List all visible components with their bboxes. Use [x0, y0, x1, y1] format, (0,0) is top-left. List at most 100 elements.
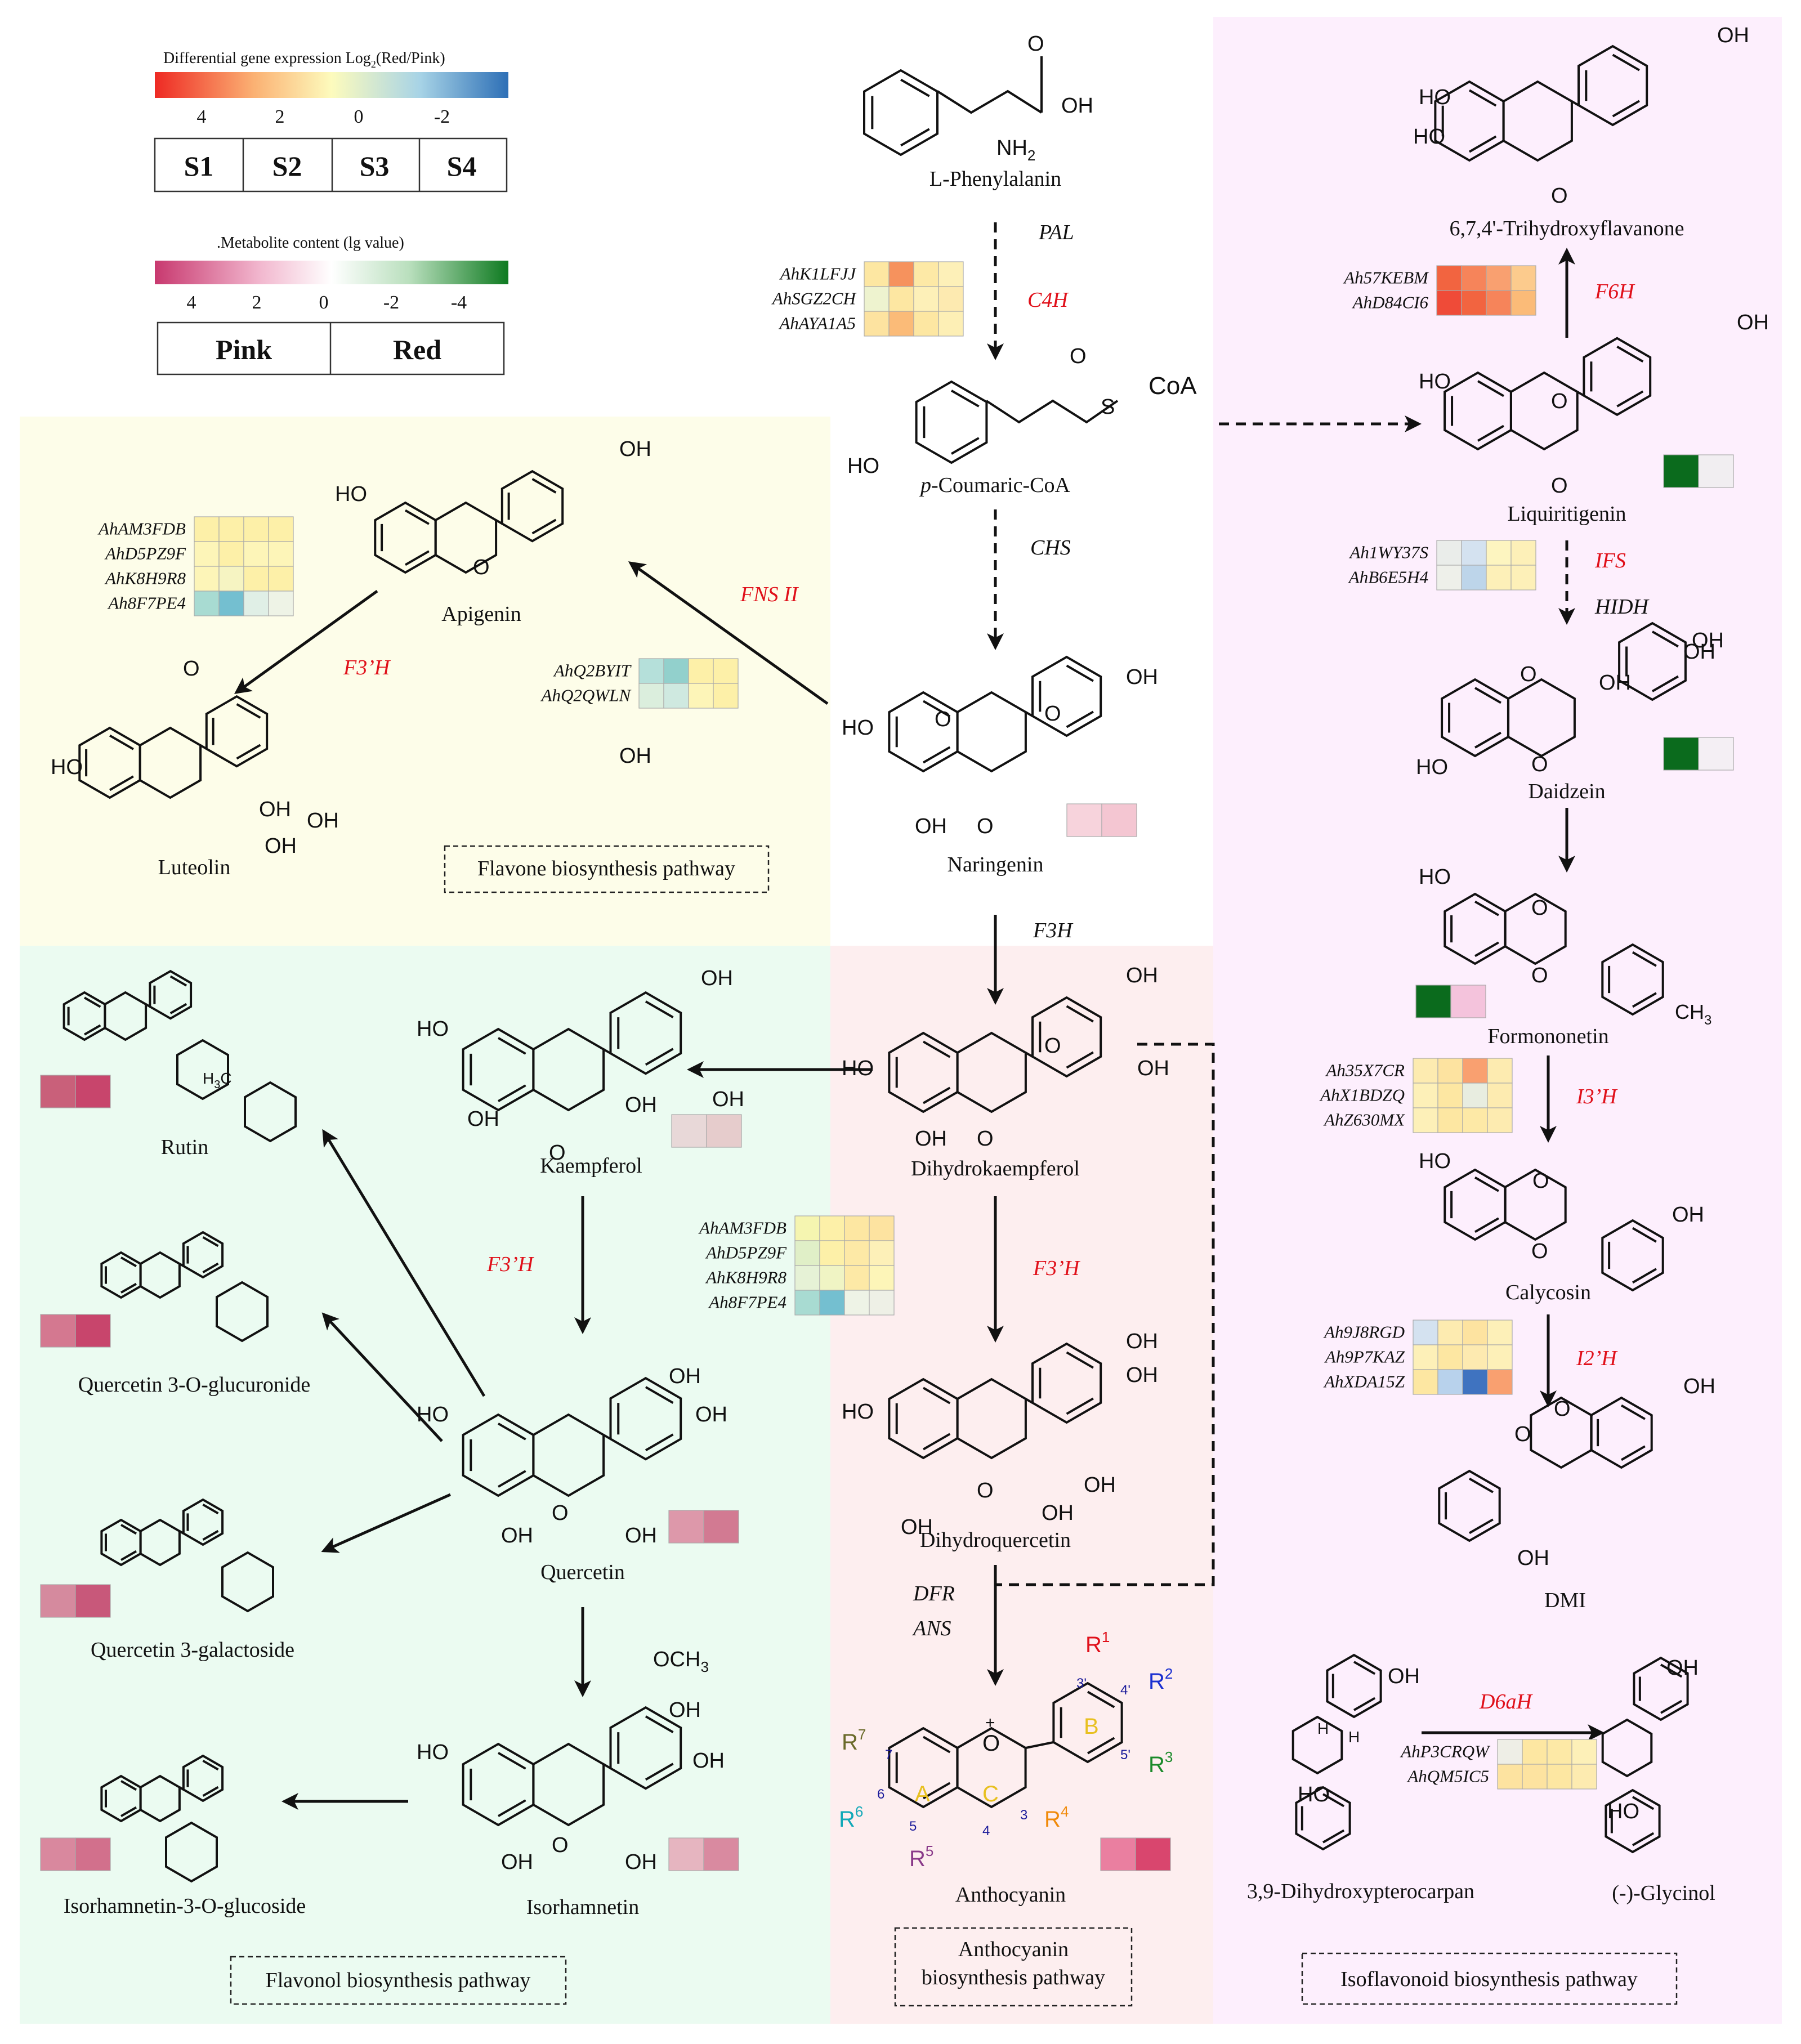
heatmap-cell	[194, 516, 220, 542]
atom-oh-22: OH	[1042, 1501, 1074, 1525]
double-bond	[645, 1433, 674, 1452]
atom-oh-25: OH	[619, 744, 651, 768]
anthocyanin-pathway-label-2: biosynthesis pathway	[922, 1966, 1105, 1989]
double-bond	[1353, 1661, 1376, 1675]
bond	[603, 1048, 611, 1054]
heatmap-cell	[243, 541, 269, 567]
galactoside-ring-c	[139, 1518, 181, 1567]
atom-o-14: O	[935, 708, 951, 731]
double-bond	[1468, 1477, 1494, 1493]
atom-o-8: O	[1551, 184, 1568, 208]
heatmap-cell	[1487, 1058, 1513, 1084]
label-phenylalanin: L-Phenylalanin	[929, 167, 1061, 191]
heatmap-cell	[819, 1240, 845, 1266]
double-bond	[202, 1504, 219, 1515]
pterocarpan-ring-a	[1326, 1653, 1382, 1719]
double-bond	[1087, 1737, 1115, 1755]
label-liquiritigenin: Liquiritigenin	[1507, 502, 1626, 526]
heatmap-cell	[864, 286, 890, 312]
dihydrokaempferol-ring-b	[1031, 996, 1102, 1078]
double-bond	[109, 775, 134, 791]
atom-o-5: O	[977, 1479, 994, 1502]
double-bond	[120, 1256, 137, 1268]
metabolite-pair-q3glucuronide	[40, 1314, 111, 1348]
label-rutin: Rutin	[161, 1135, 208, 1159]
double-bond	[1066, 1351, 1094, 1369]
anthocyanin-pathway-box	[894, 1927, 1133, 2007]
metabolite-cell	[703, 1510, 739, 1544]
isorhamnetin-glucoside-ring-c	[139, 1774, 181, 1823]
double-bond	[1477, 380, 1504, 397]
label-kaempferol: Kaempferol	[540, 1154, 642, 1178]
atom-ho-13: HO	[1419, 1150, 1451, 1173]
luteolin-ring-b	[205, 695, 269, 768]
heatmap-cell	[938, 311, 964, 337]
heatmap-cell	[869, 1215, 895, 1241]
metabolite-cell	[75, 1584, 111, 1618]
double-bond	[1652, 630, 1679, 648]
position-6: 6	[877, 1787, 884, 1802]
bond	[200, 744, 207, 750]
metabolite-tick-label: 4	[187, 292, 196, 313]
rutin-ring-b	[149, 969, 193, 1020]
enzyme-f3ph-flavone: F3’H	[343, 656, 391, 679]
metabolite-cell	[40, 1314, 76, 1348]
double-bond	[645, 1763, 674, 1781]
double-bond	[1612, 53, 1640, 71]
double-bond	[83, 996, 101, 1008]
atom-o-3: O	[977, 1127, 994, 1151]
position-5p: 5'	[1120, 1747, 1130, 1763]
heatmap-cell	[844, 1290, 870, 1316]
double-bond	[951, 437, 980, 455]
compound-labels: L-Phenylalanin p-Coumaric-CoA Naringenin…	[64, 167, 1715, 1919]
atom-o-2: O	[183, 657, 200, 681]
metabolite-cell	[671, 1114, 707, 1148]
double-bond	[1632, 1832, 1655, 1846]
atom-oh-acid: OH	[1061, 94, 1093, 118]
heatmap-cell	[1547, 1764, 1572, 1790]
double-bond	[923, 1086, 951, 1104]
bond	[495, 519, 503, 525]
metabolite-tick-label: 2	[252, 292, 262, 313]
double-bond	[645, 1000, 674, 1018]
pterocarpan-ring-c	[1291, 1715, 1343, 1775]
bond	[1025, 711, 1033, 717]
metabolite-cell	[1698, 737, 1734, 771]
atom-ch3: CH3	[1675, 1000, 1711, 1028]
atom-oh-30: OH	[625, 1524, 657, 1547]
heatmap-cell	[1462, 1320, 1488, 1345]
double-bond	[1632, 1796, 1655, 1810]
atom-oh-27: OH	[265, 834, 297, 858]
metabolite-cell	[1663, 454, 1699, 488]
atom-oh-33: OH	[501, 1850, 533, 1874]
bond	[1576, 391, 1585, 397]
isoflavonoid-pathway-box	[1301, 1952, 1678, 2005]
double-bond	[120, 1550, 137, 1561]
atom-o-1: O	[473, 556, 490, 579]
enzyme-d6ah: D6aH	[1479, 1690, 1533, 1714]
metabolite-tick-label: 0	[319, 292, 329, 313]
position-4p: 4'	[1120, 1683, 1130, 1698]
metabolite-cell	[706, 1114, 742, 1148]
coumaric-ring	[915, 380, 988, 464]
atom-oh-8: OH	[695, 1403, 727, 1426]
heatmap-cell	[243, 516, 269, 542]
double-bond	[1632, 1227, 1657, 1243]
double-bond	[1468, 135, 1497, 153]
atom-oh-20: OH	[1137, 1057, 1169, 1080]
double-bond	[1322, 1829, 1345, 1844]
heatmap-cell	[1436, 540, 1462, 566]
metabolite-color-bar	[155, 261, 508, 284]
heatmap-cell	[864, 261, 890, 287]
double-bond	[1066, 664, 1094, 682]
metabolite-tick-label: -4	[451, 292, 467, 313]
metabolite-pair-rutin	[40, 1075, 111, 1108]
atom-oh-0: OH	[1126, 665, 1158, 689]
metabolite-pair-isorhamnetin	[668, 1837, 739, 1871]
double-bond	[498, 1799, 526, 1817]
gene-label: AhQM5IC5	[1406, 1766, 1489, 1786]
rutin-sugar-1	[176, 1039, 229, 1101]
